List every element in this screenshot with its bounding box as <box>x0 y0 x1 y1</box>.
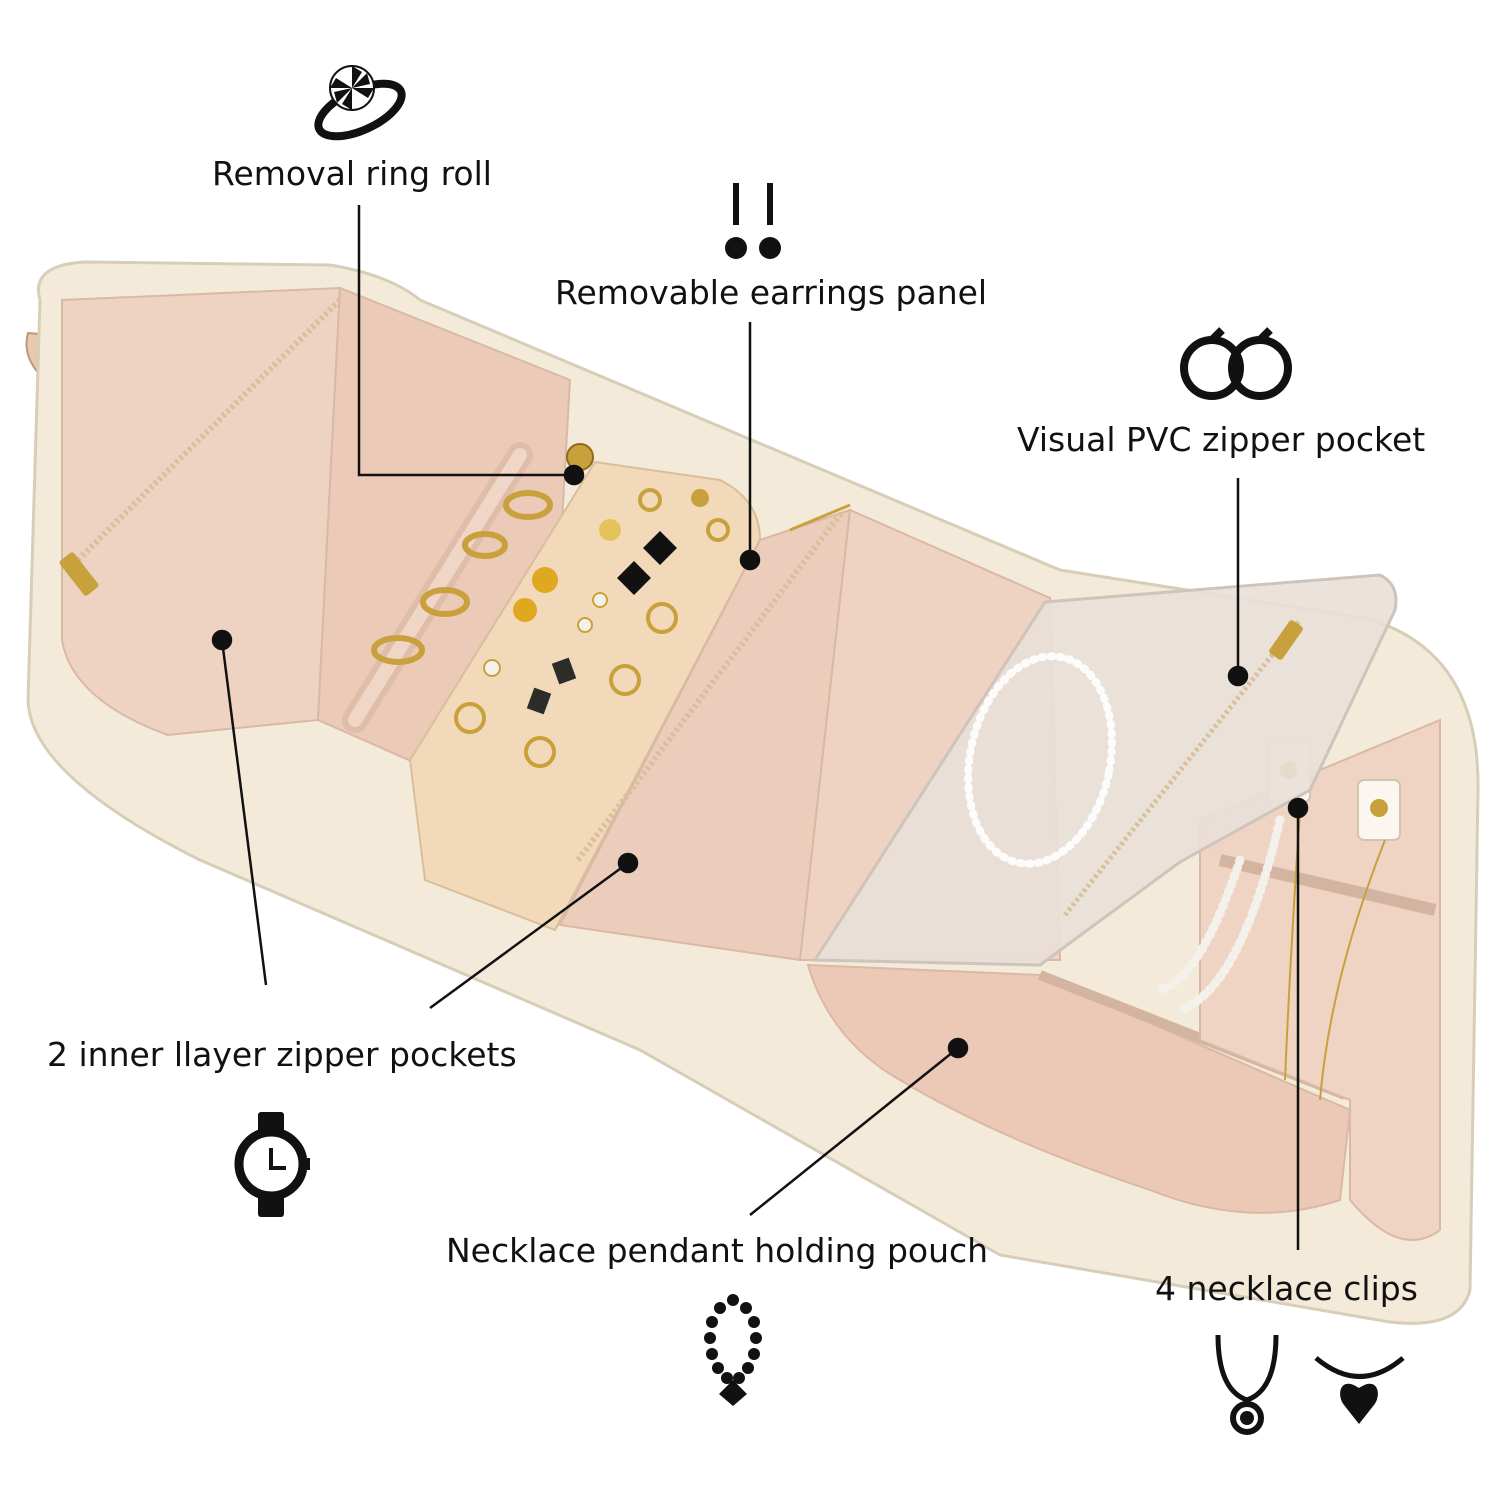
rings <box>371 490 553 665</box>
left-zipper-pocket <box>61 286 342 737</box>
earrings-panel <box>408 460 762 932</box>
bead-necklace-icon <box>704 1294 762 1406</box>
earrings <box>454 488 730 768</box>
zipper-pockets-label: 2 inner llayer zipper pockets <box>47 1035 517 1074</box>
pendant-pouch-label: Necklace pendant holding pouch <box>446 1231 989 1270</box>
pvc-pocket-label: Visual PVC zipper pocket <box>1017 420 1426 459</box>
watch-icon <box>234 1112 310 1217</box>
ring-icon <box>314 65 406 141</box>
necklace-section <box>1199 718 1441 1241</box>
ring-roll-label: Removal ring roll <box>212 154 492 193</box>
leader-lines <box>211 205 1309 1250</box>
pendant-pouch <box>806 963 1352 1214</box>
earring-studs-icon <box>725 183 781 259</box>
pendant-necklace-icons <box>1215 1334 1405 1435</box>
necklace-clips-label: 4 necklace clips <box>1155 1269 1418 1308</box>
earrings-panel-label: Removable earrings panel <box>555 273 988 312</box>
hoop-earrings-icon <box>1180 327 1292 400</box>
